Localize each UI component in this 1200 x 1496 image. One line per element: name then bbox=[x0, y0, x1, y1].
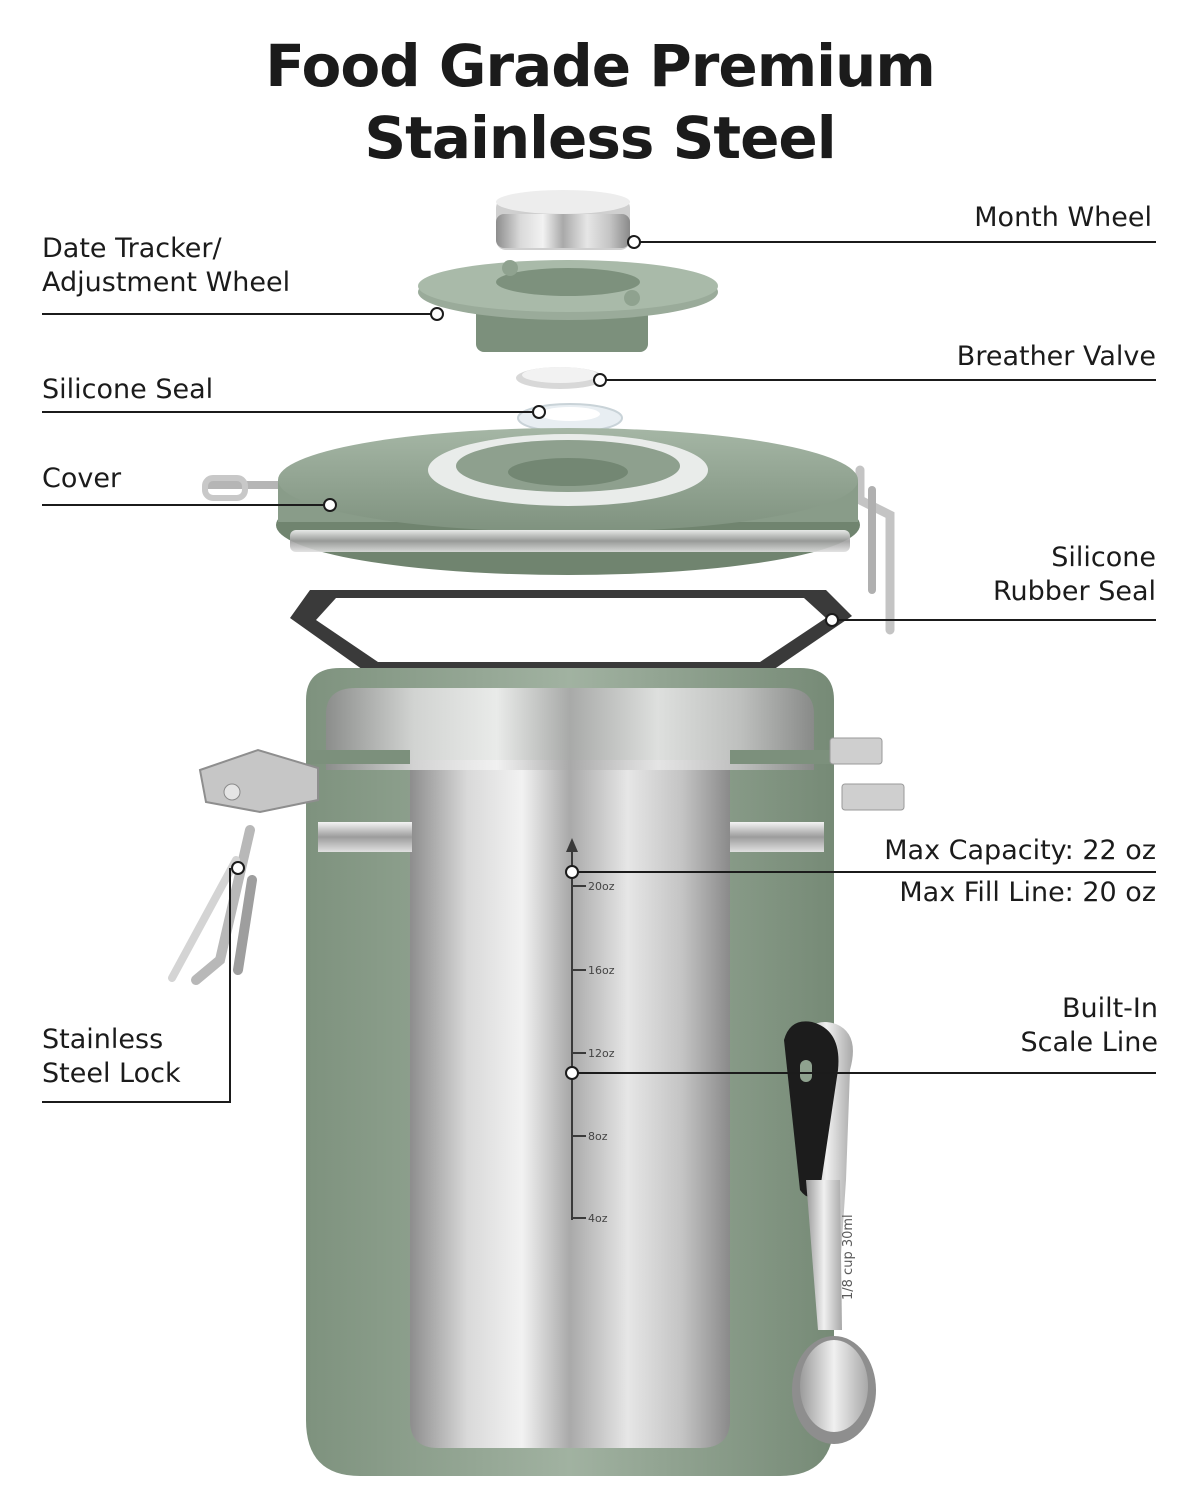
scale-tick-labels: 20oz 16oz 12oz 8oz 4oz bbox=[588, 880, 615, 1225]
tick-4oz: 4oz bbox=[588, 1212, 608, 1225]
label-date-tracker-line1: Date Tracker/ bbox=[42, 233, 222, 264]
title-line-2: Stainless Steel bbox=[364, 104, 836, 172]
label-rubber-seal-line1: Silicone bbox=[1051, 542, 1156, 573]
label-max-capacity: Max Capacity: 22 oz bbox=[884, 835, 1156, 866]
tick-8oz: 8oz bbox=[588, 1130, 608, 1143]
label-date-tracker: Date Tracker/ Adjustment Wheel bbox=[42, 232, 290, 300]
breather-valve-part bbox=[516, 367, 604, 389]
page-title: Food Grade Premium Stainless Steel bbox=[0, 30, 1200, 174]
month-wheel-part bbox=[496, 190, 630, 250]
label-cover: Cover bbox=[42, 463, 122, 494]
tick-20oz: 20oz bbox=[588, 880, 615, 893]
scale-line bbox=[566, 838, 586, 1220]
label-date-tracker-line2: Adjustment Wheel bbox=[42, 267, 291, 298]
label-breather-valve: Breather Valve bbox=[956, 341, 1156, 372]
label-rubber-seal-line2: Rubber Seal bbox=[992, 576, 1156, 607]
label-scale-line1: Built-In bbox=[1061, 993, 1158, 1024]
cover-part bbox=[202, 428, 895, 635]
steel-lock-part bbox=[168, 748, 319, 985]
label-steel-lock: Stainless Steel Lock bbox=[42, 1023, 181, 1091]
title-line-1: Food Grade Premium bbox=[265, 32, 936, 100]
label-steel-lock-line2: Steel Lock bbox=[42, 1058, 181, 1089]
tick-12oz: 12oz bbox=[588, 1047, 615, 1060]
tick-16oz: 16oz bbox=[588, 964, 615, 977]
label-month-wheel: Month Wheel bbox=[974, 202, 1152, 233]
label-rubber-seal: Silicone Rubber Seal bbox=[993, 541, 1156, 609]
label-scale-line2: Scale Line bbox=[1020, 1027, 1159, 1058]
leader-lines bbox=[42, 241, 1156, 1103]
scoop-engraving: 1/8 cup 30ml bbox=[841, 1214, 856, 1300]
label-silicone-seal: Silicone Seal bbox=[42, 374, 214, 405]
measuring-scoop bbox=[784, 1021, 876, 1444]
adjustment-wheel-part bbox=[418, 260, 718, 352]
label-steel-lock-line1: Stainless bbox=[42, 1024, 164, 1055]
rubber-seal-part bbox=[290, 590, 852, 672]
label-scale-line: Built-In Scale Line bbox=[1021, 992, 1159, 1060]
leader-dots bbox=[231, 235, 839, 1080]
label-max-fill: Max Fill Line: 20 oz bbox=[899, 877, 1156, 908]
